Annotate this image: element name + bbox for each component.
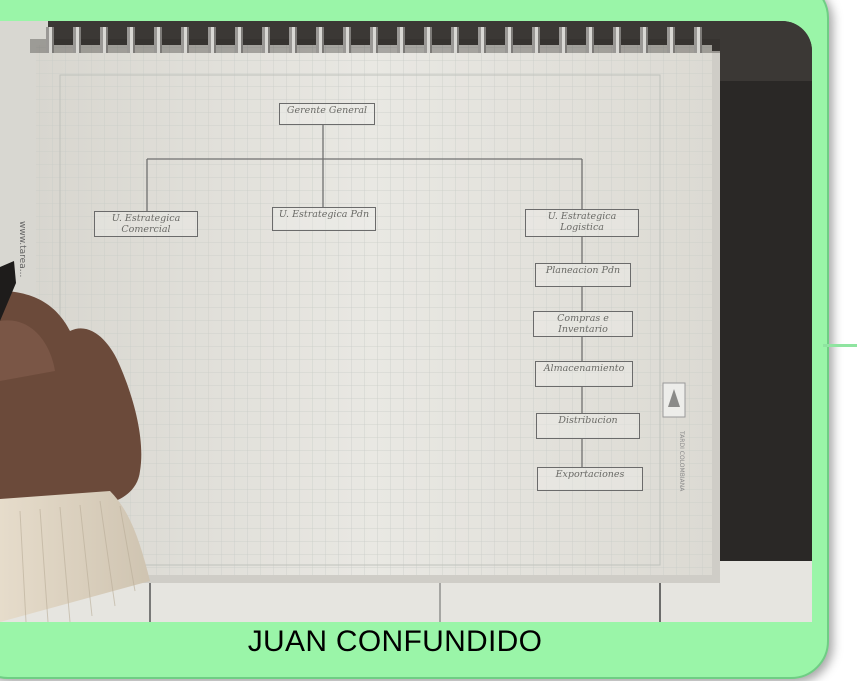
- node-logistics-3: Almacenamiento: [535, 361, 633, 387]
- hand: [0, 261, 150, 622]
- chart-connectors: [146, 124, 583, 467]
- node-level1-3: U. Estrategica Logistica: [525, 209, 639, 237]
- node-logistics-1: Planeacion Pdn: [535, 263, 631, 287]
- node-logistics-2: Compras e Inventario: [533, 311, 633, 337]
- right-dark-area: [720, 81, 812, 601]
- node-logistics-5: Exportaciones: [537, 467, 643, 491]
- connector-line: [823, 344, 857, 347]
- caption: JUAN CONFUNDIDO: [247, 625, 543, 658]
- node-level1-2: U. Estrategica Pdn: [272, 207, 376, 231]
- node-level1-1: U. Estrategica Comercial: [94, 211, 198, 237]
- node-logistics-4: Distribucion: [536, 413, 640, 439]
- svg-text:TARDI COLOMBIANA: TARDI COLOMBIANA: [678, 430, 685, 492]
- spiral-rings: [38, 27, 718, 53]
- node-root: Gerente General: [279, 103, 375, 125]
- svg-text:www.tarea...: www.tarea...: [17, 221, 27, 277]
- notebook-photo: www.tarea... TARDI COLOMBIANA: [0, 21, 812, 622]
